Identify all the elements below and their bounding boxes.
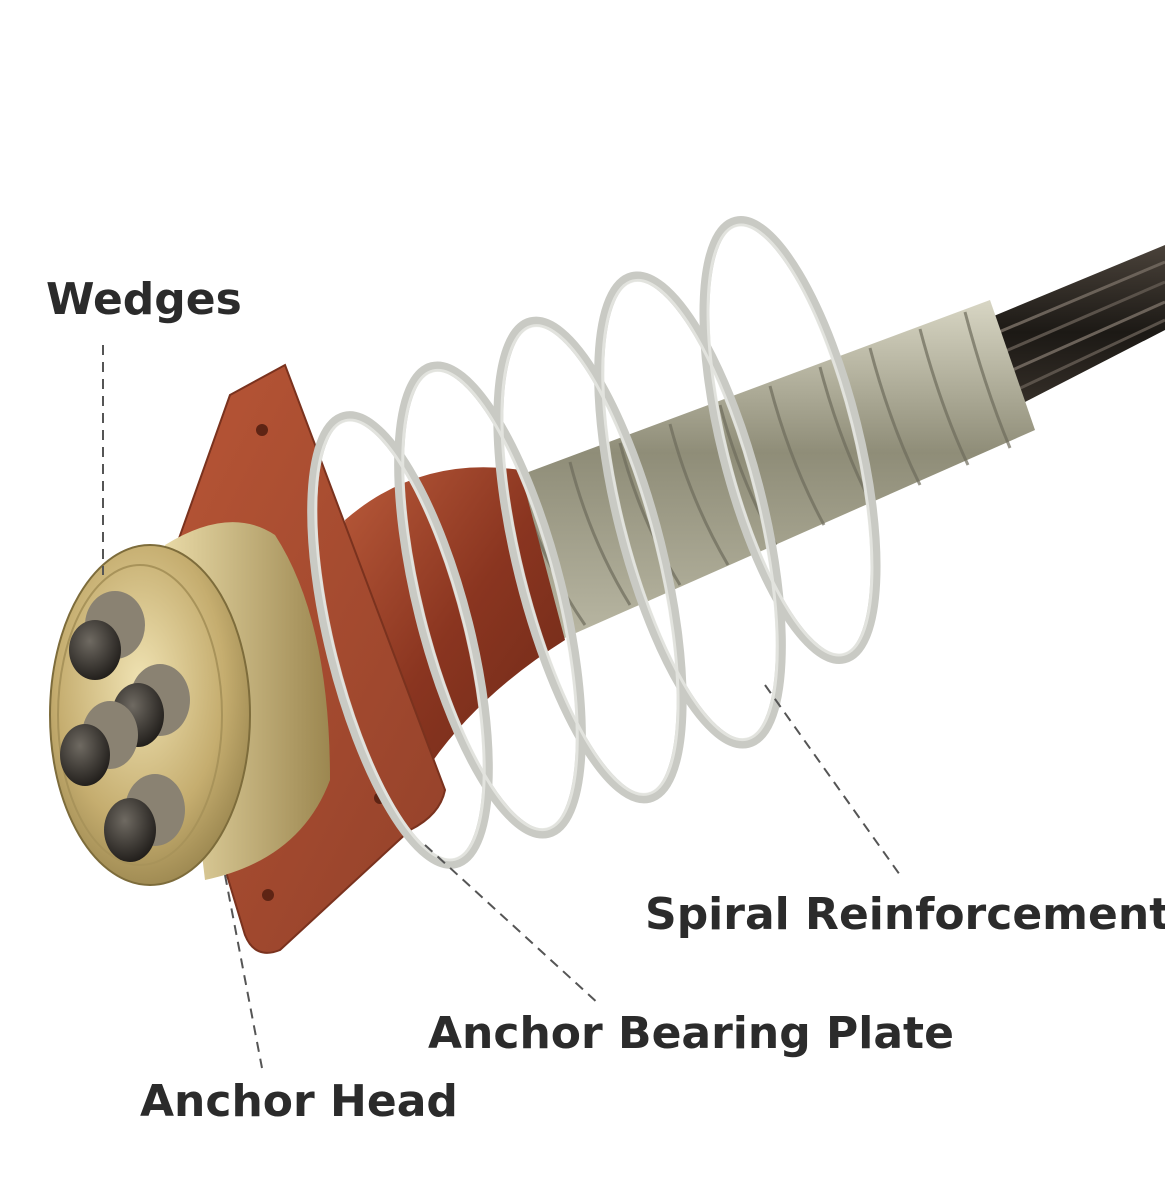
- label-anchor-head: Anchor Head: [140, 1076, 458, 1127]
- wedge: [60, 701, 138, 786]
- label-spiral-reinforcement: Spiral Reinforcement: [645, 889, 1165, 940]
- bolt-hole: [262, 889, 274, 901]
- wedge: [69, 591, 145, 680]
- spiral-reinforcement: [307, 216, 881, 869]
- leader-line-bearing-plate: [424, 844, 601, 1006]
- wedges: [60, 591, 190, 862]
- wedge: [104, 774, 185, 862]
- anchor-head: [49, 522, 330, 886]
- leader-line-spiral: [764, 684, 901, 876]
- label-anchor-bearing-plate: Anchor Bearing Plate: [428, 1008, 954, 1059]
- bolt-hole: [256, 424, 268, 436]
- label-wedges: Wedges: [46, 274, 242, 325]
